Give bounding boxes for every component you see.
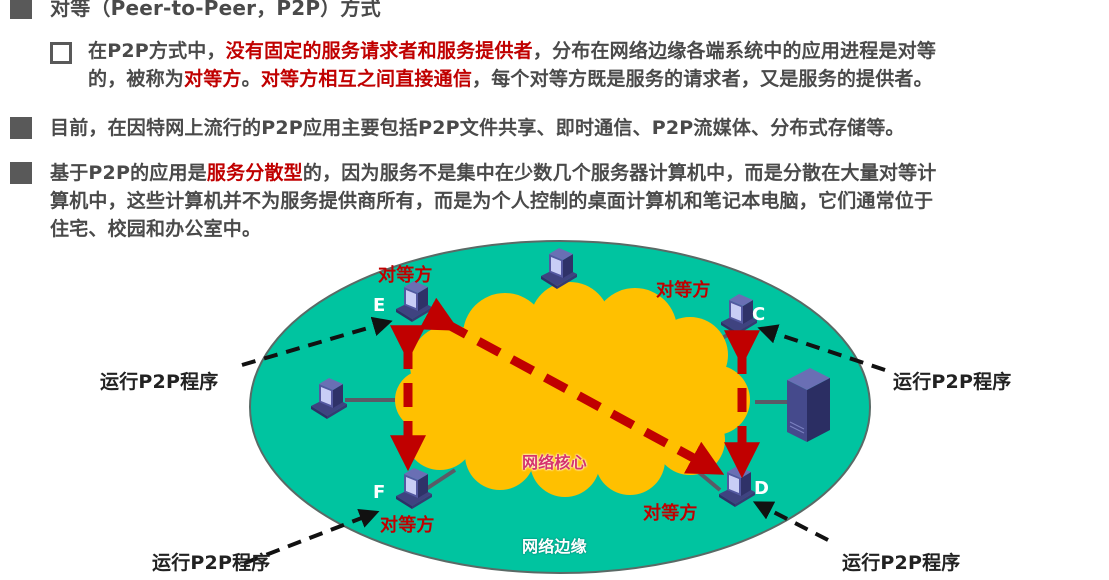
sub-point-checkbox-bullet (50, 42, 72, 64)
point3-text: 的，因为服务不是集中在少数几个服务器计算机中，而是分散在大量对等计 (302, 162, 937, 184)
sub-point-text: 的，被称为 (88, 68, 185, 90)
sub-point-highlight: 没有固定的服务请求者和服务提供者 (225, 40, 533, 62)
sub-point-text: 在P2P方式中， (88, 40, 226, 62)
network-edge-label: 网络边缘 (522, 537, 587, 556)
peer-label-d: 对等方 (643, 503, 698, 524)
sub-point-text: ，分布在网络边缘各端系统中的应用进程是对等 (532, 40, 937, 62)
sub-point-line-1: 在P2P方式中，没有固定的服务请求者和服务提供者，分布在网络边缘各端系统中的应用… (88, 39, 936, 63)
point2-text: 目前，在因特网上流行的P2P应用主要包括P2P文件共享、即时通信、P2P流媒体、… (50, 117, 905, 139)
run-p2p-label-bottom-right: 运行P2P程序 (842, 552, 961, 574)
point3-highlight: 服务分散型 (206, 162, 303, 184)
node-label-c: C (752, 304, 766, 325)
point3-line-2: 算机中，这些计算机并不为服务提供商所有，而是为个人控制的桌面计算机和笔记本电脑，… (50, 190, 934, 212)
node-label-f: F (373, 482, 386, 503)
point3-text: 基于P2P的应用是 (50, 162, 207, 184)
point3-line-1: 基于P2P的应用是服务分散型的，因为服务不是集中在少数几个服务器计算机中，而是分… (50, 161, 937, 185)
run-p2p-label-bottom-left: 运行P2P程序 (152, 552, 271, 574)
heading-bullet (10, 0, 32, 19)
sub-point-text: ，每个对等方既是服务的请求者，又是服务的提供者。 (472, 68, 933, 90)
sub-point-highlight: 对等方相互之间直接通信 (260, 68, 473, 90)
sub-point-highlight: 对等方 (184, 68, 242, 90)
sub-point-text: 。 (241, 68, 261, 90)
peer-label-e: 对等方 (378, 265, 433, 286)
peer-label-f: 对等方 (380, 515, 435, 536)
point3-bullet (10, 162, 32, 184)
heading-text: 对等（Peer-to-Peer，P2P）方式 (50, 0, 381, 20)
server-icon (787, 368, 830, 442)
peer-label-c: 对等方 (656, 280, 711, 301)
node-label-e: E (373, 295, 386, 316)
node-label-d: D (754, 478, 770, 499)
network-core-label: 网络核心 (522, 453, 587, 472)
point3-line-3: 住宅、校园和办公室中。 (50, 218, 262, 240)
sub-point-line-2: 的，被称为对等方。对等方相互之间直接通信，每个对等方既是服务的请求者，又是服务的… (88, 67, 933, 91)
run-p2p-label-left: 运行P2P程序 (100, 371, 219, 393)
run-p2p-label-right: 运行P2P程序 (893, 371, 1012, 393)
point2-bullet (10, 117, 32, 139)
